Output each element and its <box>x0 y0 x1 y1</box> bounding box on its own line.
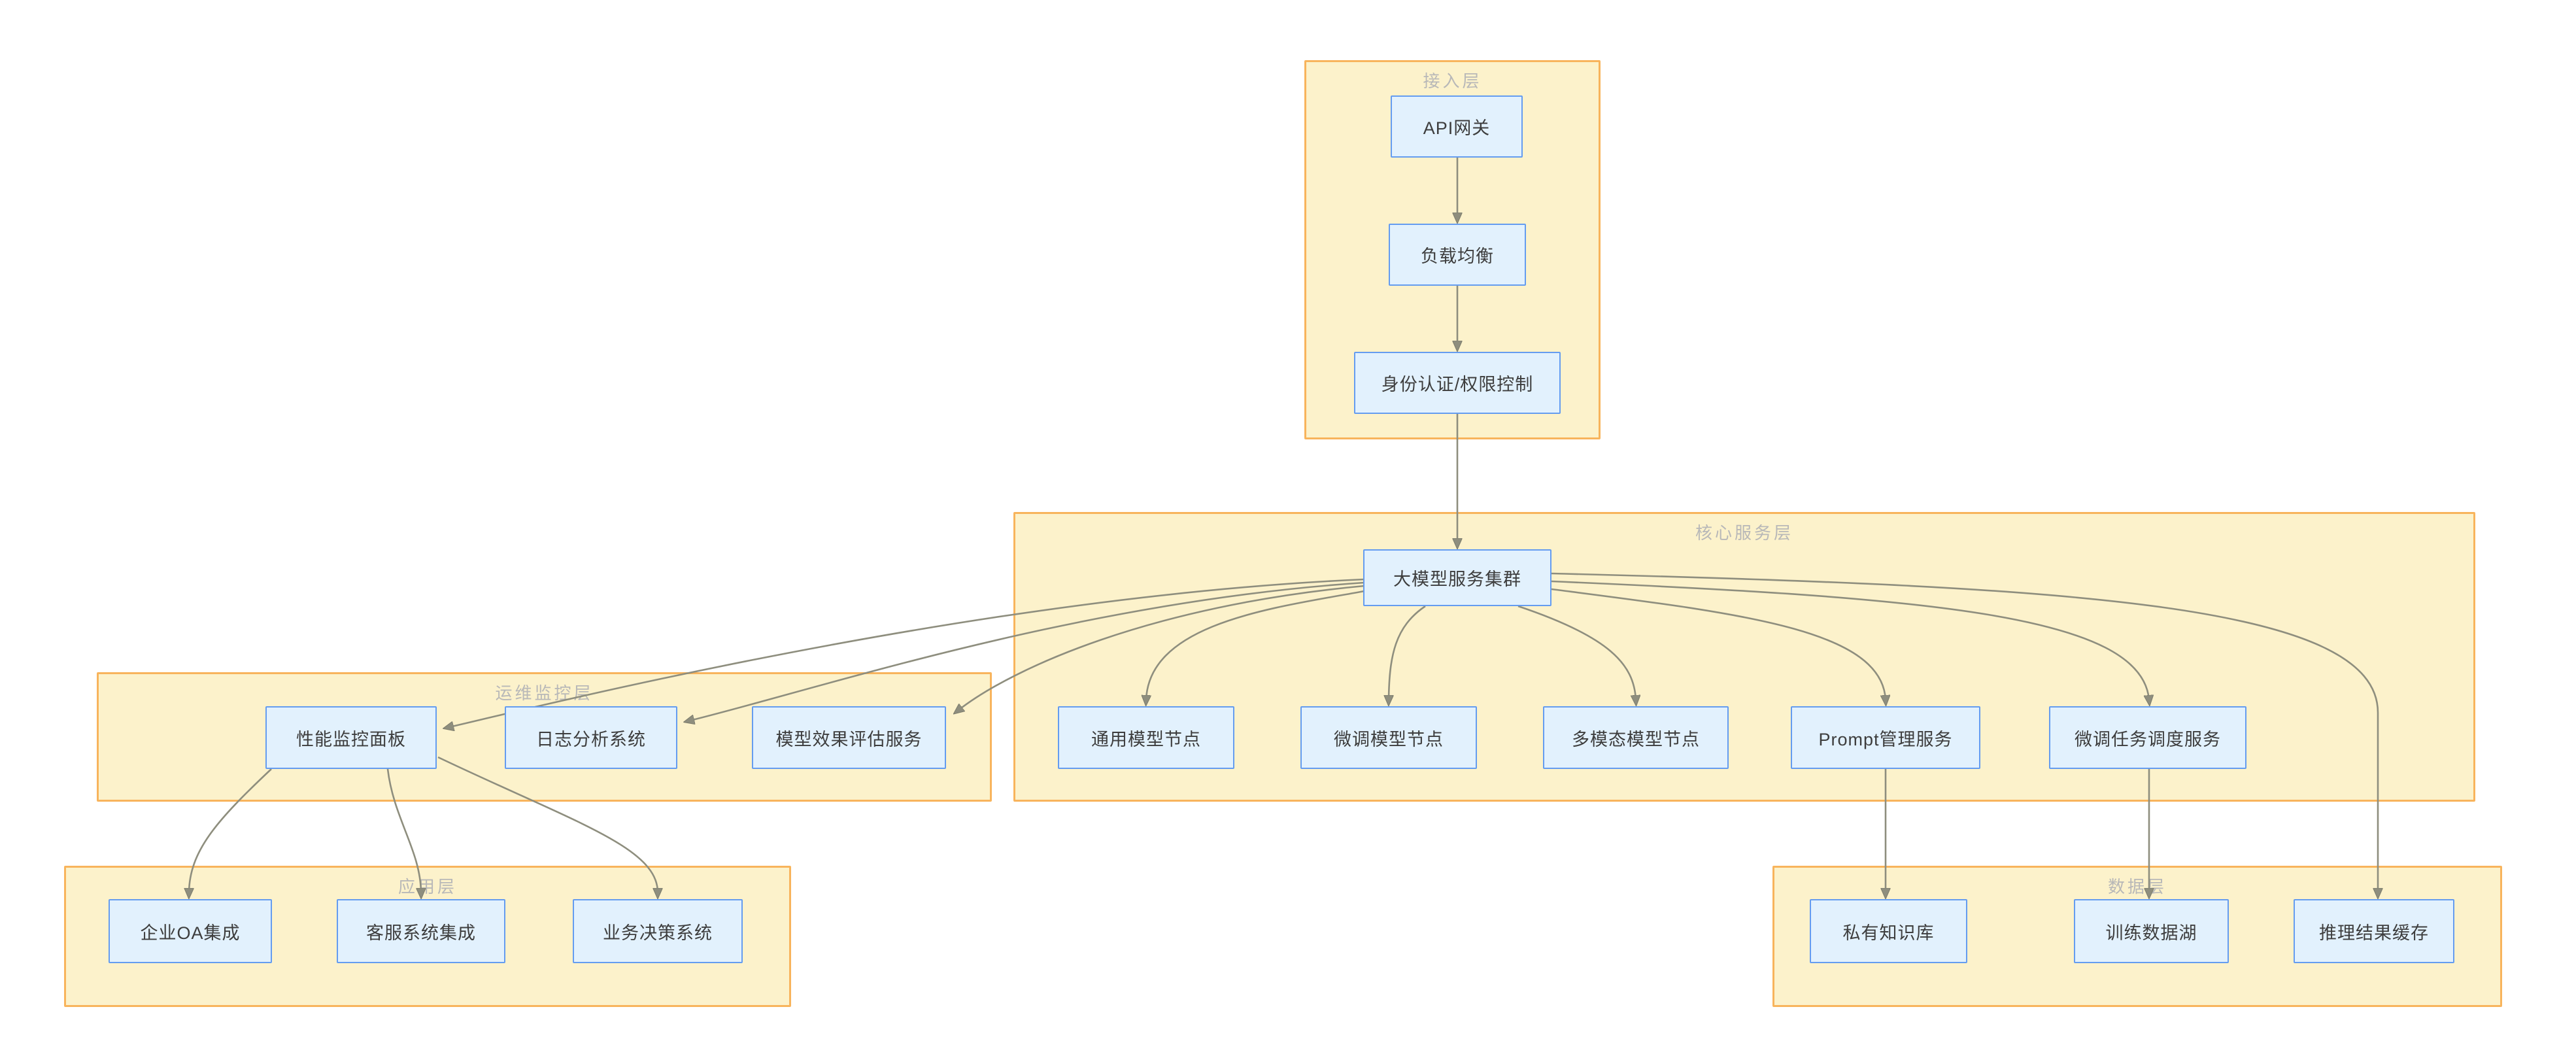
node-api-gateway: API网关 <box>1391 95 1523 158</box>
data-layer-label: 数据层 <box>2107 877 2167 896</box>
edge-llm-cluster--inference-cache <box>1551 572 2378 893</box>
node-general-model-node: 通用模型节点 <box>1058 706 1234 769</box>
node-cs-integration-label: 客服系统集成 <box>366 923 476 943</box>
core-service-layer-label: 核心服务层 <box>1695 523 1793 543</box>
node-private-kb-label: 私有知识库 <box>1842 923 1935 943</box>
node-log-analysis-label: 日志分析系统 <box>536 729 646 749</box>
node-auth-control: 身份认证/权限控制 <box>1354 352 1561 414</box>
edge-llm-cluster--finetune-scheduler <box>1551 580 2149 700</box>
node-oa-integration: 企业OA集成 <box>109 899 272 963</box>
edge-llm-cluster--multimodal-model-node <box>1517 605 1636 700</box>
edge-llm-cluster--finetune-model-node <box>1389 605 1426 700</box>
edge-perf-dashboard--biz-decision <box>437 756 658 893</box>
node-prompt-mgmt-service-label: Prompt管理服务 <box>1818 729 1953 749</box>
node-multimodal-model-node-label: 多模态模型节点 <box>1572 729 1700 749</box>
node-private-kb: 私有知识库 <box>1810 899 1967 963</box>
node-biz-decision-label: 业务决策系统 <box>603 923 713 943</box>
node-inference-cache: 推理结果缓存 <box>2294 899 2454 963</box>
node-cs-integration: 客服系统集成 <box>337 899 505 963</box>
app-layer-label: 应用层 <box>398 877 457 896</box>
node-training-lake: 训练数据湖 <box>2074 899 2229 963</box>
node-api-gateway-label: API网关 <box>1423 118 1491 138</box>
node-finetune-model-node: 微调模型节点 <box>1300 706 1477 769</box>
node-llm-cluster-label: 大模型服务集群 <box>1393 570 1521 589</box>
node-perf-dashboard: 性能监控面板 <box>265 706 437 769</box>
ops-monitor-layer-label: 运维监控层 <box>495 683 594 703</box>
node-model-eval-service-label: 模型效果评估服务 <box>775 729 923 749</box>
node-perf-dashboard-label: 性能监控面板 <box>296 729 406 749</box>
edge-perf-dashboard--oa-integration <box>189 768 272 893</box>
node-oa-integration-label: 企业OA集成 <box>140 923 241 943</box>
node-inference-cache-label: 推理结果缓存 <box>2319 923 2429 943</box>
edge-llm-cluster--prompt-mgmt-service <box>1551 588 1886 700</box>
node-llm-cluster: 大模型服务集群 <box>1363 549 1551 606</box>
node-finetune-scheduler-label: 微调任务调度服务 <box>2075 729 2221 749</box>
node-general-model-node-label: 通用模型节点 <box>1091 729 1201 749</box>
edge-llm-cluster--general-model-node <box>1146 590 1365 700</box>
node-training-lake-label: 训练数据湖 <box>2105 923 2197 943</box>
node-finetune-scheduler: 微调任务调度服务 <box>2049 706 2246 769</box>
node-load-balancer: 负载均衡 <box>1389 224 1526 286</box>
node-prompt-mgmt-service: Prompt管理服务 <box>1791 706 1980 769</box>
edge-llm-cluster--log-analysis <box>690 581 1365 721</box>
node-log-analysis: 日志分析系统 <box>505 706 677 769</box>
node-finetune-model-node-label: 微调模型节点 <box>1334 729 1444 749</box>
node-multimodal-model-node: 多模态模型节点 <box>1543 706 1729 769</box>
node-auth-control-label: 身份认证/权限控制 <box>1381 375 1534 394</box>
access-layer-label: 接入层 <box>1423 71 1482 91</box>
node-model-eval-service: 模型效果评估服务 <box>752 706 946 769</box>
node-load-balancer-label: 负载均衡 <box>1421 247 1494 266</box>
node-biz-decision: 业务决策系统 <box>573 899 743 963</box>
edge-llm-cluster--model-eval-service <box>958 585 1365 710</box>
edge-perf-dashboard--cs-integration <box>386 768 421 893</box>
